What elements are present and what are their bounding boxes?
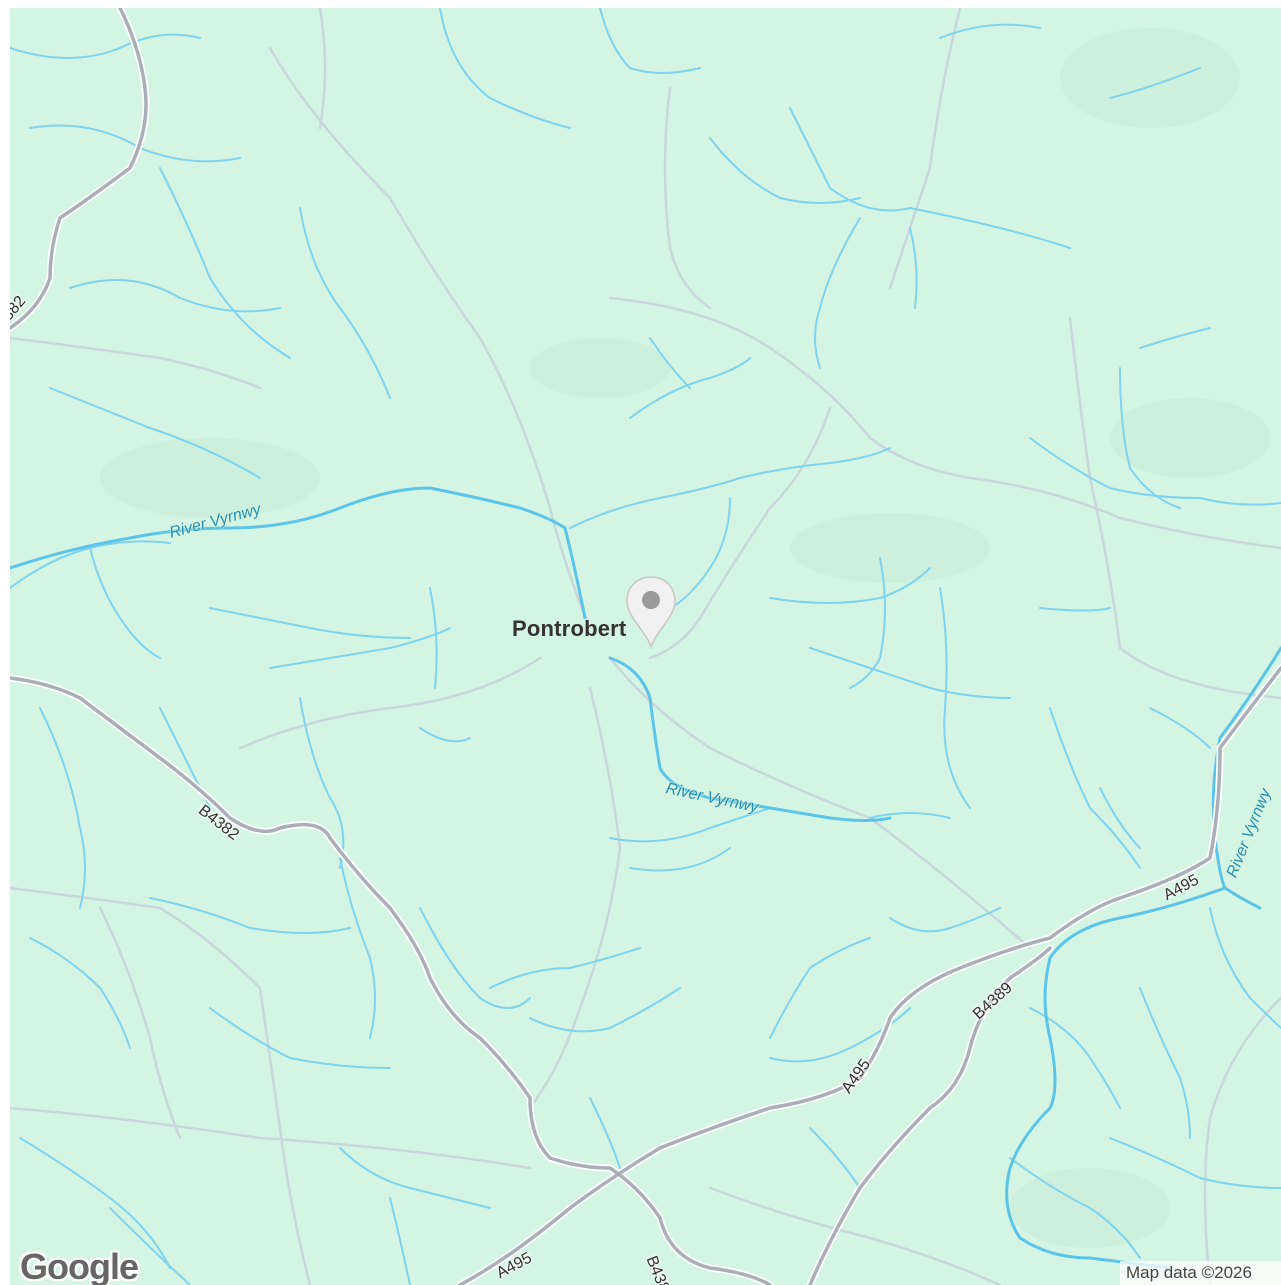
google-logo: Google bbox=[20, 1246, 139, 1285]
map-attribution[interactable]: Map data ©2026 bbox=[1120, 1261, 1281, 1285]
map-layers bbox=[10, 8, 1281, 1285]
streams bbox=[10, 8, 1281, 1285]
major-roads bbox=[10, 8, 1281, 1285]
map-canvas[interactable]: River Vyrnwy River Vyrnwy River Vyrnwy 3… bbox=[10, 8, 1281, 1285]
map-pin-icon[interactable] bbox=[624, 575, 678, 651]
place-label-pontrobert[interactable]: Pontrobert bbox=[512, 616, 627, 641]
minor-roads bbox=[10, 8, 1281, 1285]
river-vyrnwy bbox=[10, 486, 1281, 1270]
